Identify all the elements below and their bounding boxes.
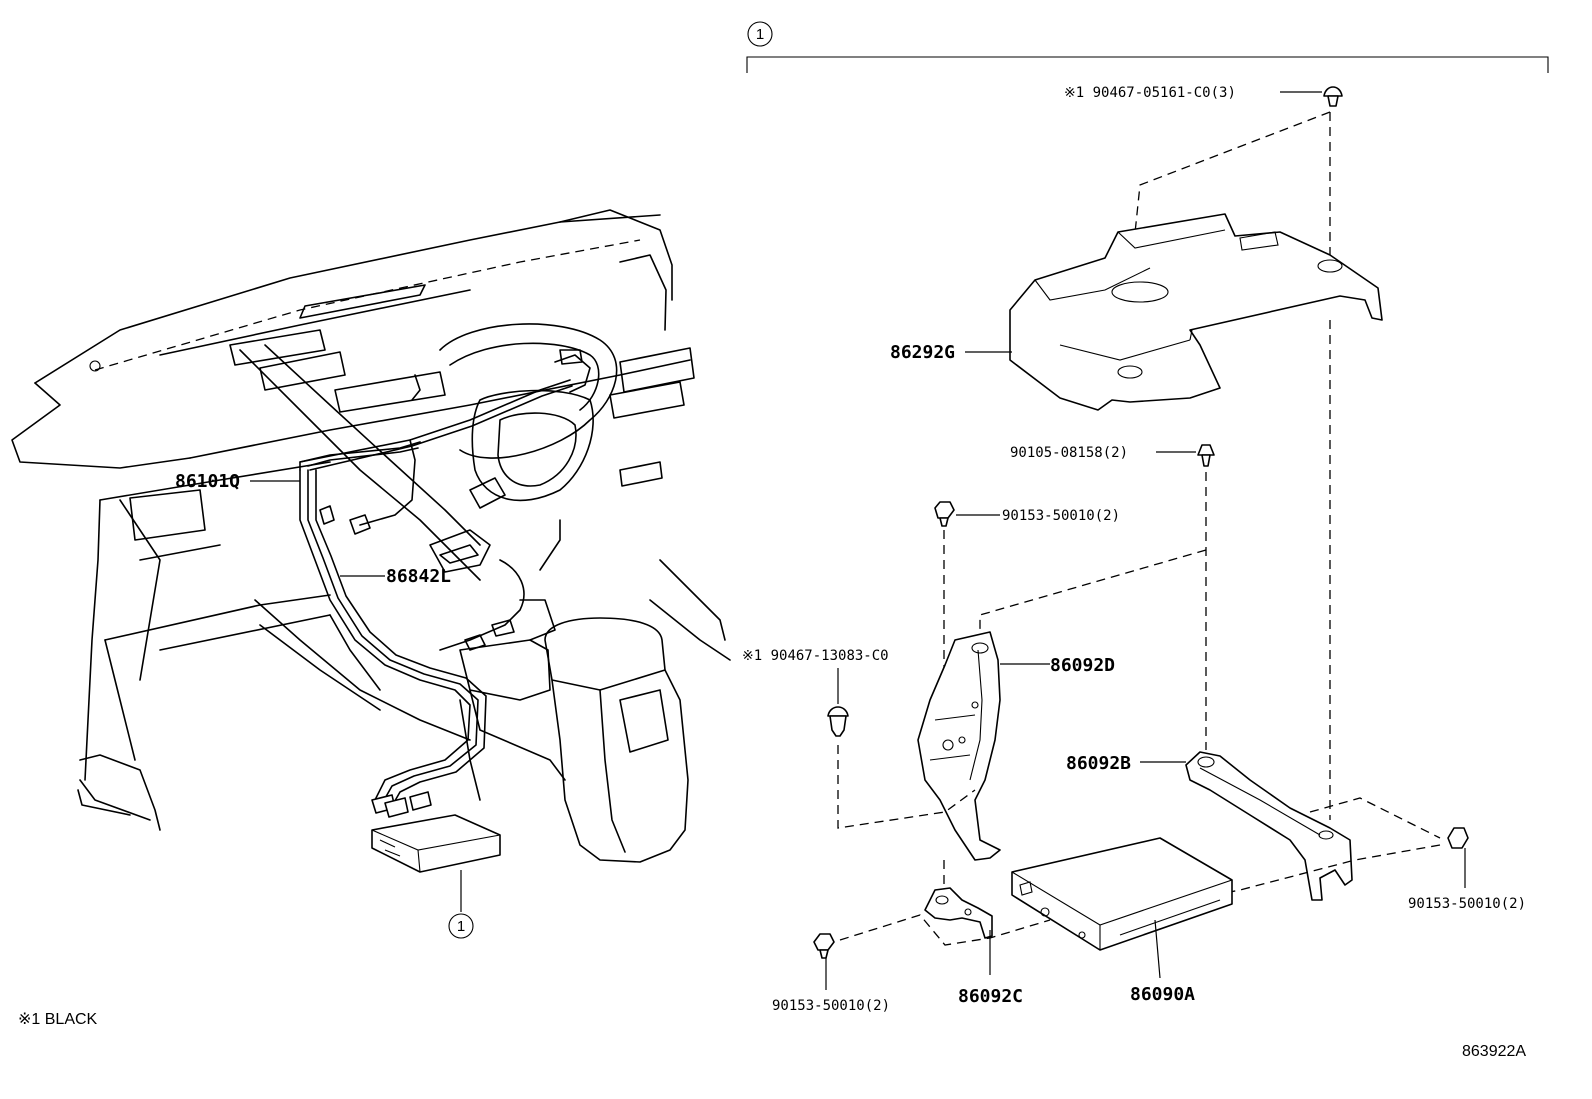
label-86842L: 86842L bbox=[386, 566, 451, 587]
part-86092C: 86092C bbox=[924, 887, 1023, 1007]
group-callout-lower: 1 bbox=[457, 918, 465, 935]
figure-code: 863922A bbox=[1462, 1043, 1526, 1060]
group-callout-circle-top bbox=[747, 21, 773, 47]
left-labels: 86101Q 86842L bbox=[175, 471, 451, 587]
label-86101Q: 86101Q bbox=[175, 471, 240, 492]
label-bolt-90105: 90105-08158(2) bbox=[1010, 445, 1128, 461]
bolt-90105: 90105-08158(2) bbox=[1010, 444, 1215, 467]
label-clip-left: ※1 90467-13083-C0 bbox=[742, 648, 889, 664]
part-86090A: 86090A bbox=[1011, 837, 1233, 1005]
group-callout-circle-lower bbox=[448, 913, 474, 939]
screw-right: 90153-50010(2) bbox=[1408, 827, 1526, 912]
clip-left: ※1 90467-13083-C0 bbox=[742, 648, 889, 737]
label-screw-upper: 90153-50010(2) bbox=[1002, 508, 1120, 524]
part-86092B: 86092B bbox=[1066, 751, 1353, 901]
label-screw-right: 90153-50010(2) bbox=[1408, 896, 1526, 912]
dashboard-illustration: 1 bbox=[11, 209, 731, 939]
clip-top: ※1 90467-05161-C0(3) bbox=[1064, 85, 1343, 107]
label-clip-top: ※1 90467-05161-C0(3) bbox=[1064, 85, 1236, 101]
group-callout-top: 1 bbox=[756, 26, 764, 43]
label-86092B: 86092B bbox=[1066, 753, 1131, 774]
part-86092D: 86092D bbox=[917, 631, 1115, 861]
part-86292G: 86292G bbox=[890, 213, 1383, 411]
screw-upper: 90153-50010(2) bbox=[934, 501, 1120, 527]
label-86292G: 86292G bbox=[890, 342, 955, 363]
footnote: ※1 BLACK bbox=[18, 1011, 98, 1028]
label-86090A: 86090A bbox=[1130, 984, 1195, 1005]
screw-bottom: 90153-50010(2) bbox=[772, 933, 890, 1014]
group-bracket: 1 bbox=[746, 21, 1549, 73]
label-86092D: 86092D bbox=[1050, 655, 1115, 676]
label-86092C: 86092C bbox=[958, 986, 1023, 1007]
label-screw-bottom: 90153-50010(2) bbox=[772, 998, 890, 1014]
